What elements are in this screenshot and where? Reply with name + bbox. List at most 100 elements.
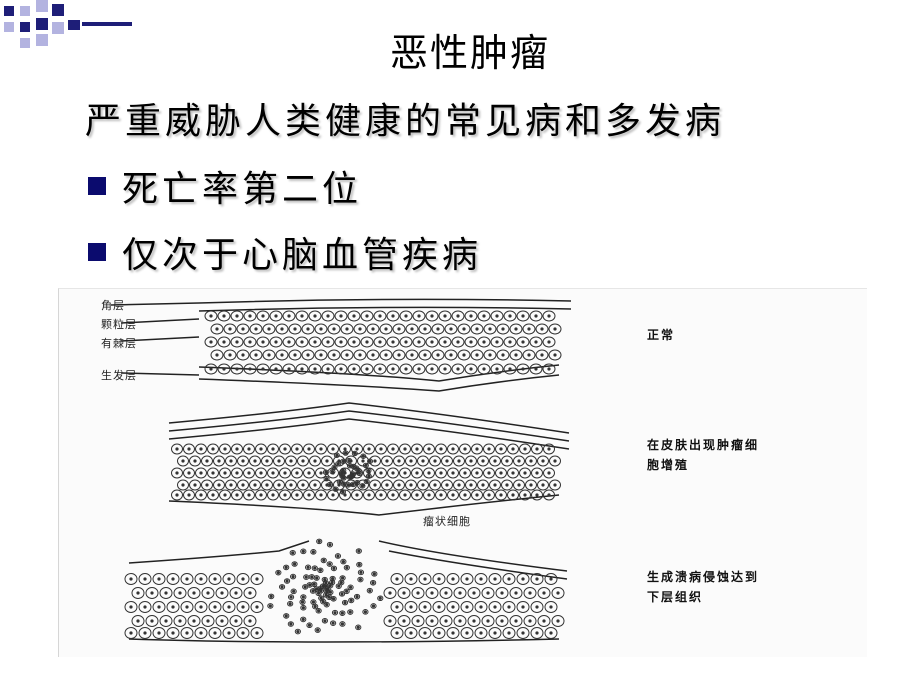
cell bbox=[551, 615, 565, 627]
cell bbox=[393, 479, 405, 491]
cell bbox=[329, 579, 336, 586]
cell bbox=[399, 443, 411, 455]
cell bbox=[213, 455, 225, 467]
cell-nucleus bbox=[247, 493, 251, 497]
cell-nucleus bbox=[423, 631, 427, 635]
cell bbox=[483, 489, 495, 501]
cell bbox=[365, 467, 372, 474]
cell-nucleus bbox=[178, 619, 182, 623]
cell-nucleus bbox=[274, 314, 278, 318]
cell-nucleus bbox=[269, 594, 273, 599]
cell-nucleus bbox=[213, 577, 217, 581]
cell bbox=[338, 591, 346, 597]
cell-nucleus bbox=[493, 631, 497, 635]
cell bbox=[467, 615, 481, 627]
cell-nucleus bbox=[521, 577, 525, 581]
cell-nucleus bbox=[318, 568, 322, 572]
cell bbox=[418, 349, 432, 361]
cell bbox=[194, 601, 208, 613]
cell bbox=[459, 443, 471, 455]
cell-nucleus bbox=[458, 591, 462, 595]
cell bbox=[464, 310, 478, 322]
cell-nucleus bbox=[271, 471, 275, 475]
cell-nucleus bbox=[313, 459, 317, 463]
cell-nucleus bbox=[495, 340, 499, 344]
cell bbox=[432, 573, 446, 585]
cell-nucleus bbox=[421, 459, 425, 463]
cell bbox=[549, 455, 561, 467]
cell-nucleus bbox=[211, 471, 215, 475]
cell-nucleus bbox=[549, 605, 553, 609]
cell-nucleus bbox=[301, 595, 305, 599]
cell-nucleus bbox=[535, 631, 539, 635]
cell bbox=[392, 323, 406, 335]
cell-nucleus bbox=[368, 459, 372, 463]
cell-nucleus bbox=[451, 493, 455, 497]
cell bbox=[529, 336, 543, 348]
caption-invasion: 生成溃病侵蚀达到 下层组织 bbox=[647, 567, 759, 607]
cell-nucleus bbox=[337, 584, 341, 588]
cell bbox=[483, 349, 497, 361]
cell-nucleus bbox=[235, 340, 239, 344]
cell bbox=[501, 455, 513, 467]
cell bbox=[503, 310, 517, 322]
cell-nucleus bbox=[417, 367, 421, 371]
cell-nucleus bbox=[313, 604, 317, 609]
cell bbox=[523, 615, 537, 627]
cell-nucleus bbox=[215, 327, 219, 331]
cell bbox=[502, 627, 516, 639]
cell-nucleus bbox=[472, 591, 476, 595]
cell-nucleus bbox=[463, 493, 467, 497]
cell-nucleus bbox=[129, 631, 133, 635]
cell-nucleus bbox=[403, 471, 407, 475]
cell bbox=[195, 489, 207, 501]
cell bbox=[411, 443, 423, 455]
cell bbox=[138, 573, 152, 585]
cell bbox=[297, 455, 309, 467]
cell-nucleus bbox=[423, 605, 427, 609]
cell-nucleus bbox=[437, 631, 441, 635]
cell bbox=[531, 467, 543, 479]
cell bbox=[392, 349, 406, 361]
cell bbox=[435, 443, 447, 455]
cell-nucleus bbox=[493, 459, 497, 463]
cell bbox=[525, 479, 537, 491]
cell-nucleus bbox=[547, 493, 551, 497]
cell bbox=[314, 323, 328, 335]
cell-nucleus bbox=[235, 493, 239, 497]
cell bbox=[453, 615, 467, 627]
cell-nucleus bbox=[319, 471, 323, 475]
cell bbox=[425, 587, 439, 599]
cell-nucleus bbox=[332, 353, 336, 357]
cell bbox=[339, 621, 346, 627]
cell-nucleus bbox=[379, 493, 383, 497]
cell bbox=[471, 489, 483, 501]
cell-nucleus bbox=[359, 570, 363, 574]
cell bbox=[347, 363, 361, 375]
cell-nucleus bbox=[507, 577, 511, 581]
cell bbox=[370, 603, 377, 609]
cell-nucleus bbox=[534, 340, 538, 344]
cell-nucleus bbox=[553, 483, 557, 487]
cell bbox=[470, 349, 484, 361]
cell bbox=[222, 601, 236, 613]
tumor-cell-label: 瘤状细胞 bbox=[423, 515, 471, 528]
cell-nucleus bbox=[521, 605, 525, 609]
cell bbox=[439, 615, 453, 627]
cell bbox=[423, 443, 435, 455]
cell bbox=[291, 467, 303, 479]
cell-nucleus bbox=[367, 474, 371, 478]
cell bbox=[275, 569, 282, 576]
cell bbox=[386, 336, 400, 348]
cell-nucleus bbox=[423, 327, 427, 331]
cell-nucleus bbox=[423, 353, 427, 357]
cell bbox=[166, 627, 180, 639]
cell bbox=[300, 616, 307, 623]
cell bbox=[513, 479, 525, 491]
cell bbox=[249, 455, 261, 467]
cell bbox=[375, 489, 387, 501]
cell bbox=[189, 479, 201, 491]
cell bbox=[509, 587, 523, 599]
cell-nucleus bbox=[363, 610, 368, 614]
cell bbox=[544, 573, 558, 585]
